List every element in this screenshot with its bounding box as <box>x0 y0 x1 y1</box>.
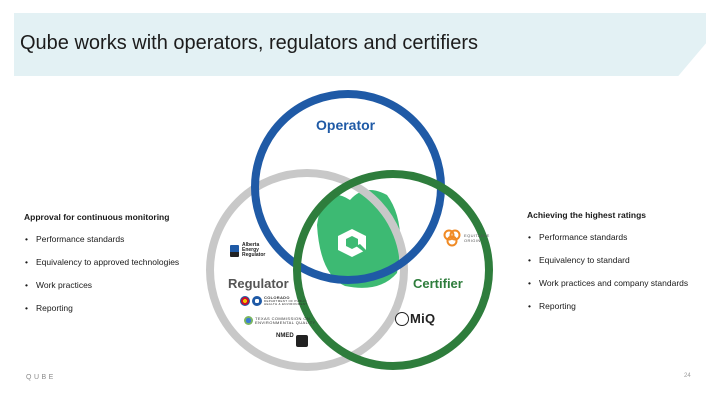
nmed-logo: NMED <box>276 333 308 347</box>
miq-logo: MiQ <box>395 311 435 326</box>
certifier-panel-list: Performance standards Equivalency to sta… <box>527 232 697 312</box>
operator-label: Operator <box>316 117 376 133</box>
list-item: Equivalency to standard <box>527 255 697 266</box>
equitable-origin-logo: EQUITABLE ORIGIN <box>443 229 490 247</box>
regulator-panel: Approval for continuous monitoring Perfo… <box>24 212 194 326</box>
title-band <box>14 13 706 76</box>
equitable-origin-icon <box>443 229 461 247</box>
regulator-panel-list: Performance standards Equivalency to app… <box>24 234 194 314</box>
certifier-ring <box>293 170 493 370</box>
regulator-label: Regulator <box>228 276 289 291</box>
certifier-panel: Achieving the highest ratings Performanc… <box>527 210 697 324</box>
aer-logo: Alberta Energy Regulator <box>230 243 265 258</box>
qube-logo-icon <box>338 229 366 257</box>
aer-mark-icon <box>230 244 239 257</box>
list-item: Reporting <box>527 301 697 312</box>
list-item: Equivalency to approved technologies <box>24 257 194 268</box>
list-item: Work practices <box>24 280 194 291</box>
certifier-panel-heading: Achieving the highest ratings <box>527 210 647 220</box>
cdphe-seal-icon <box>252 296 262 306</box>
tceq-globe-icon <box>244 316 253 325</box>
regulator-panel-heading: Approval for continuous monitoring <box>24 212 170 222</box>
nmed-mark-icon <box>295 335 308 347</box>
list-item: Reporting <box>24 303 194 314</box>
list-item: Work practices and company standards <box>527 278 697 289</box>
colorado-text: COLORADO DEPARTMENT OF PUBLIC HEALTH & E… <box>264 295 308 306</box>
slide-title: Qube works with operators, regulators an… <box>20 32 478 54</box>
aer-logo-text: Alberta Energy Regulator <box>242 242 266 258</box>
list-item: Performance standards <box>24 234 194 245</box>
certifier-label: Certifier <box>413 276 463 291</box>
tceq-logo: TEXAS COMMISSION ON ENVIRONMENTAL QUALIT… <box>244 316 316 325</box>
list-item: Performance standards <box>527 232 697 243</box>
miq-text: MiQ <box>410 311 436 326</box>
tceq-text: TEXAS COMMISSION ON ENVIRONMENTAL QUALIT… <box>255 315 316 325</box>
footer-brand: QUBE <box>26 374 56 381</box>
page-number: 24 <box>684 373 691 379</box>
colorado-logo: COLORADO DEPARTMENT OF PUBLIC HEALTH & E… <box>240 296 307 306</box>
regulator-ring <box>206 169 408 371</box>
colorado-flag-icon <box>240 296 250 306</box>
miq-ring-icon <box>395 311 409 326</box>
nmed-text: NMED <box>276 333 294 339</box>
equitable-origin-text: EQUITABLE ORIGIN <box>464 233 490 243</box>
